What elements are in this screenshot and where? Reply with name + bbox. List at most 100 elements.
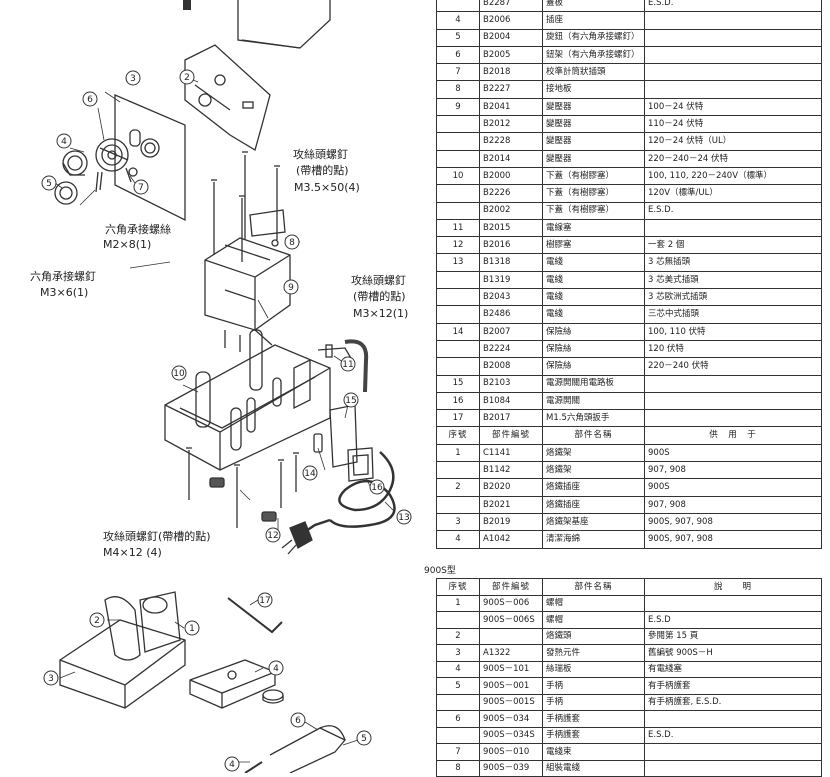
table-cell: 100, 110, 220－240V（標準） <box>644 166 822 186</box>
table-cell <box>436 270 480 290</box>
table-cell <box>644 594 822 612</box>
table-cell: 6 <box>436 45 480 65</box>
table-cell: B2017 <box>479 409 543 428</box>
table-cell: 有手柄護套 <box>644 677 822 695</box>
table-cell: 清潔海綿 <box>542 530 645 549</box>
table-cell: 900S <box>644 443 822 463</box>
table-cell: 3 芯歐洲式插頭 <box>644 288 822 307</box>
callout-10: 10 <box>173 369 185 379</box>
table-cell: B2021 <box>479 495 543 514</box>
table-header-row: 序號部件編號部件名稱說 明 <box>436 578 822 596</box>
table-cell: 手柄 <box>542 677 645 695</box>
table-cell: 手柄護套 <box>542 710 645 728</box>
table-cell: 220－240 伏特 <box>644 357 822 376</box>
table-cell <box>436 339 480 359</box>
table-cell: 烙鐵架 <box>542 461 645 480</box>
table-cell <box>436 611 480 629</box>
table-cell: 烙鐵插座 <box>542 478 645 497</box>
table-cell: 12 <box>436 236 480 255</box>
table-cell: 旋鈕（有六角承接螺釘） <box>542 28 645 47</box>
table-cell <box>436 288 480 307</box>
table-cell: 9 <box>436 97 480 117</box>
table-cell: 120V（標準/UL） <box>644 184 822 203</box>
table-cell <box>644 710 822 728</box>
table-cell: 900S－006S <box>479 611 543 629</box>
table-cell: 10 <box>436 166 480 186</box>
callout-numbers: 2 3 6 4 5 7 8 9 10 11 12 13 14 15 16 <box>46 73 410 541</box>
callout-13: 13 <box>398 513 409 523</box>
table-cell <box>644 11 822 30</box>
table-cell: 螺帽 <box>542 611 645 629</box>
column-header: 部件編號 <box>479 578 543 596</box>
table-cell: 14 <box>436 322 480 341</box>
callout-14: 14 <box>304 469 316 479</box>
table-cell: 電綫束 <box>542 743 645 761</box>
table-cell: 4 <box>436 11 480 30</box>
table-cell: B2000 <box>479 166 543 186</box>
table-cell: 變壓器 <box>542 149 645 168</box>
table-cell: 蓋板 <box>542 0 645 13</box>
table-cell: B2041 <box>479 97 543 117</box>
table-cell <box>644 743 822 761</box>
table-cell <box>644 28 822 47</box>
table-cell: A1042 <box>479 530 543 549</box>
table-cell: 8 <box>436 80 480 99</box>
table-cell: 烙鐵頭 <box>542 627 645 645</box>
column-header: 部件名稱 <box>542 578 645 596</box>
table-cell: B1319 <box>479 270 543 290</box>
table-cell: 保險絲 <box>542 339 645 359</box>
label-screw-b-size: M3×6(1) <box>40 286 88 299</box>
callout-4: 4 <box>61 137 67 147</box>
callout-7: 7 <box>138 183 144 193</box>
table-cell: 變壓器 <box>542 97 645 117</box>
table-cell: 發熱元件 <box>542 644 645 662</box>
table-cell: B2008 <box>479 357 543 376</box>
table-cell: 手柄護套 <box>542 726 645 744</box>
table-cell: B2287 <box>479 0 543 13</box>
table-cell: B2227 <box>479 80 543 99</box>
label-screw-b: 六角承接螺釘 <box>30 269 96 283</box>
table-cell <box>644 409 822 428</box>
column-header: 序號 <box>436 426 480 445</box>
table-cell: 電源開關 <box>542 391 645 411</box>
table-cell: 變壓器 <box>542 115 645 134</box>
table-cell: 接地板 <box>542 80 645 99</box>
callout-16: 16 <box>371 483 383 493</box>
table-cell: 900S－034 <box>479 710 543 728</box>
callout-lower-3: 3 <box>48 674 54 684</box>
callout-11: 11 <box>342 360 353 370</box>
section-label-900s: 900S型 <box>424 566 456 576</box>
table-cell: 絲瑞板 <box>542 660 645 678</box>
table-cell: E.S.D. <box>644 201 822 220</box>
callout-2: 2 <box>184 73 190 83</box>
table-cell: B2103 <box>479 374 543 393</box>
label-screw-c-size: M3.5×50(4) <box>294 181 360 194</box>
table-cell: 有電綫塞 <box>644 660 822 678</box>
table-cell: 2 <box>436 478 480 497</box>
table-cell: 樹膠塞 <box>542 236 645 255</box>
table-cell <box>644 45 822 65</box>
table-cell: 烙鐵架基座 <box>542 512 645 532</box>
